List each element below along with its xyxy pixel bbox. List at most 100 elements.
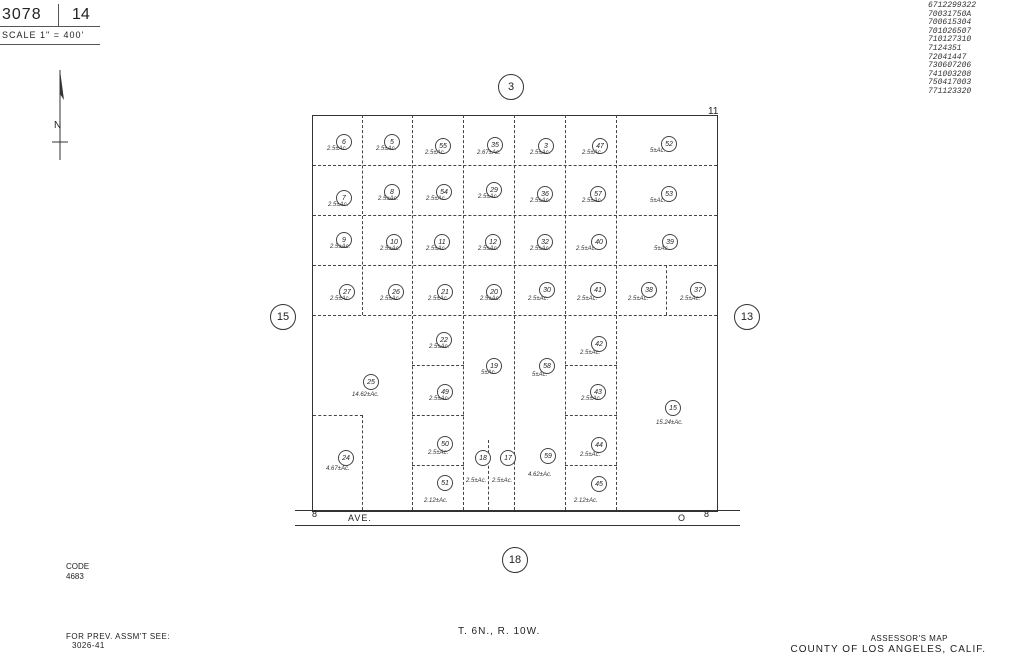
parcel-number[interactable]: 26 (388, 284, 404, 300)
parcel-boundary (565, 465, 617, 466)
parcel-area: 2.5±Ac. (582, 198, 603, 204)
code-value: 4683 (66, 572, 84, 581)
parcel-number[interactable]: 27 (339, 284, 355, 300)
parcel-boundary (616, 115, 617, 510)
parcel-area: 2.5±Ac. (466, 478, 487, 484)
assessor-map-label: ASSESSOR'S MAP (870, 634, 948, 643)
north-arrow-icon (52, 70, 68, 160)
parcel-area: 2.5±Ac. (530, 246, 551, 252)
parcel-boundary (463, 115, 464, 510)
parcel-number[interactable]: 43 (590, 384, 606, 400)
parcel-boundary (313, 315, 717, 316)
prev-assessment-ref: 3026-41 (72, 641, 105, 650)
reference-number: 6712299322 (928, 1, 977, 10)
parcel-boundary (514, 115, 515, 510)
parcel-number[interactable]: 24 (338, 450, 354, 466)
parcel-number[interactable]: 6 (336, 134, 352, 150)
code-block: CODE 4683 (66, 562, 89, 582)
parcel-area: 2.5±Ac. (480, 296, 501, 302)
parcel-number[interactable]: 45 (591, 476, 607, 492)
parcel-area: 5±Ac. (654, 246, 670, 252)
parcel-number[interactable]: 15 (665, 400, 681, 416)
parcel-number[interactable]: 11 (434, 234, 450, 250)
parcel-area: 2.12±Ac. (574, 498, 598, 504)
map-book-number: 3078 (2, 6, 42, 23)
parcel-number[interactable]: 12 (485, 234, 501, 250)
parcel-area: 5±Ac. (532, 372, 548, 378)
parcel-number[interactable]: 58 (539, 358, 555, 374)
parcel-number[interactable]: 10 (386, 234, 402, 250)
parcel-number[interactable]: 19 (486, 358, 502, 374)
parcel-area: 2.5±Ac. (428, 450, 449, 456)
parcel-area: 2.5±Ac. (530, 198, 551, 204)
parcel-number[interactable]: 29 (486, 182, 502, 198)
adjacent-map-right[interactable]: 13 (734, 304, 760, 330)
road-mark-left: 8 (312, 509, 318, 519)
parcel-number[interactable]: 59 (540, 448, 556, 464)
parcel-area: 2.5±Ac. (580, 452, 601, 458)
parcel-number[interactable]: 30 (539, 282, 555, 298)
parcel-area: 2.5±Ac. (380, 246, 401, 252)
parcel-number[interactable]: 25 (363, 374, 379, 390)
parcel-number[interactable]: 20 (486, 284, 502, 300)
prev-assessment-block: FOR PREV. ASSM'T SEE: 3026-41 (66, 632, 170, 650)
parcel-number[interactable]: 40 (591, 234, 607, 250)
parcel-boundary (362, 115, 363, 315)
parcel-number[interactable]: 35 (487, 137, 503, 153)
map-scale: SCALE 1" = 400' (2, 30, 85, 40)
parcel-area: 5±Ac. (481, 370, 497, 376)
parcel-boundary (565, 115, 566, 510)
parcel-number[interactable]: 37 (690, 282, 706, 298)
parcel-number[interactable]: 9 (336, 232, 352, 248)
parcel-number[interactable]: 22 (436, 332, 452, 348)
parcel-area: 2.5±Ac. (330, 244, 351, 250)
parcel-number[interactable]: 54 (436, 184, 452, 200)
parcel-number[interactable]: 51 (437, 475, 453, 491)
parcel-number[interactable]: 21 (437, 284, 453, 300)
parcel-number[interactable]: 49 (437, 384, 453, 400)
parcel-number[interactable]: 47 (592, 138, 608, 154)
parcel-number[interactable]: 39 (662, 234, 678, 250)
parcel-number[interactable]: 57 (590, 186, 606, 202)
parcel-boundary (313, 265, 717, 266)
parcel-number[interactable]: 42 (591, 336, 607, 352)
parcel-number[interactable]: 5 (384, 134, 400, 150)
parcel-number[interactable]: 41 (590, 282, 606, 298)
parcel-number[interactable]: 18 (475, 450, 491, 466)
parcel-area: 2.5±Ac. (328, 202, 349, 208)
parcel-area: 2.67±Ac. (477, 150, 501, 156)
adjacent-map-top[interactable]: 3 (498, 74, 524, 100)
road-label: AVE. (348, 513, 372, 523)
parcel-number[interactable]: 50 (437, 436, 453, 452)
parcel-number[interactable]: 32 (537, 234, 553, 250)
reference-number: 741003208 (928, 69, 972, 79)
reference-number: 7124351 (928, 43, 962, 53)
parcel-number[interactable]: 36 (537, 186, 553, 202)
parcel-area: 2.5±Ac. (577, 296, 598, 302)
township-range: T. 6N., R. 10W. (458, 626, 541, 637)
parcel-number[interactable]: 17 (500, 450, 516, 466)
parcel-area: 4.62±Ac. (528, 472, 552, 478)
parcel-boundary (313, 165, 717, 166)
parcel-number[interactable]: 53 (661, 186, 677, 202)
parcel-boundary (488, 440, 489, 510)
parcel-number[interactable]: 38 (641, 282, 657, 298)
parcel-number[interactable]: 55 (435, 138, 451, 154)
parcel-number[interactable]: 8 (384, 184, 400, 200)
code-label: CODE (66, 562, 90, 571)
parcel-area: 14.62±Ac. (352, 392, 379, 398)
parcel-number[interactable]: 44 (591, 437, 607, 453)
parcel-number[interactable]: 52 (661, 136, 677, 152)
parcel-area: 2.5±Ac. (378, 196, 399, 202)
parcel-area: 5±Ac. (650, 148, 666, 154)
parcel-area: 2.5±Ac. (478, 246, 499, 252)
adjacent-map-left[interactable]: 15 (270, 304, 296, 330)
parcel-number[interactable]: 7 (336, 190, 352, 206)
parcel-number[interactable]: 3 (538, 138, 554, 154)
header-divider (58, 4, 59, 26)
parcel-boundary (412, 115, 413, 510)
parcel-area: 5±Ac. (650, 198, 666, 204)
parcel-boundary (313, 415, 363, 416)
county-label: COUNTY OF LOS ANGELES, CALIF. (790, 644, 986, 655)
adjacent-map-bottom[interactable]: 18 (502, 547, 528, 573)
